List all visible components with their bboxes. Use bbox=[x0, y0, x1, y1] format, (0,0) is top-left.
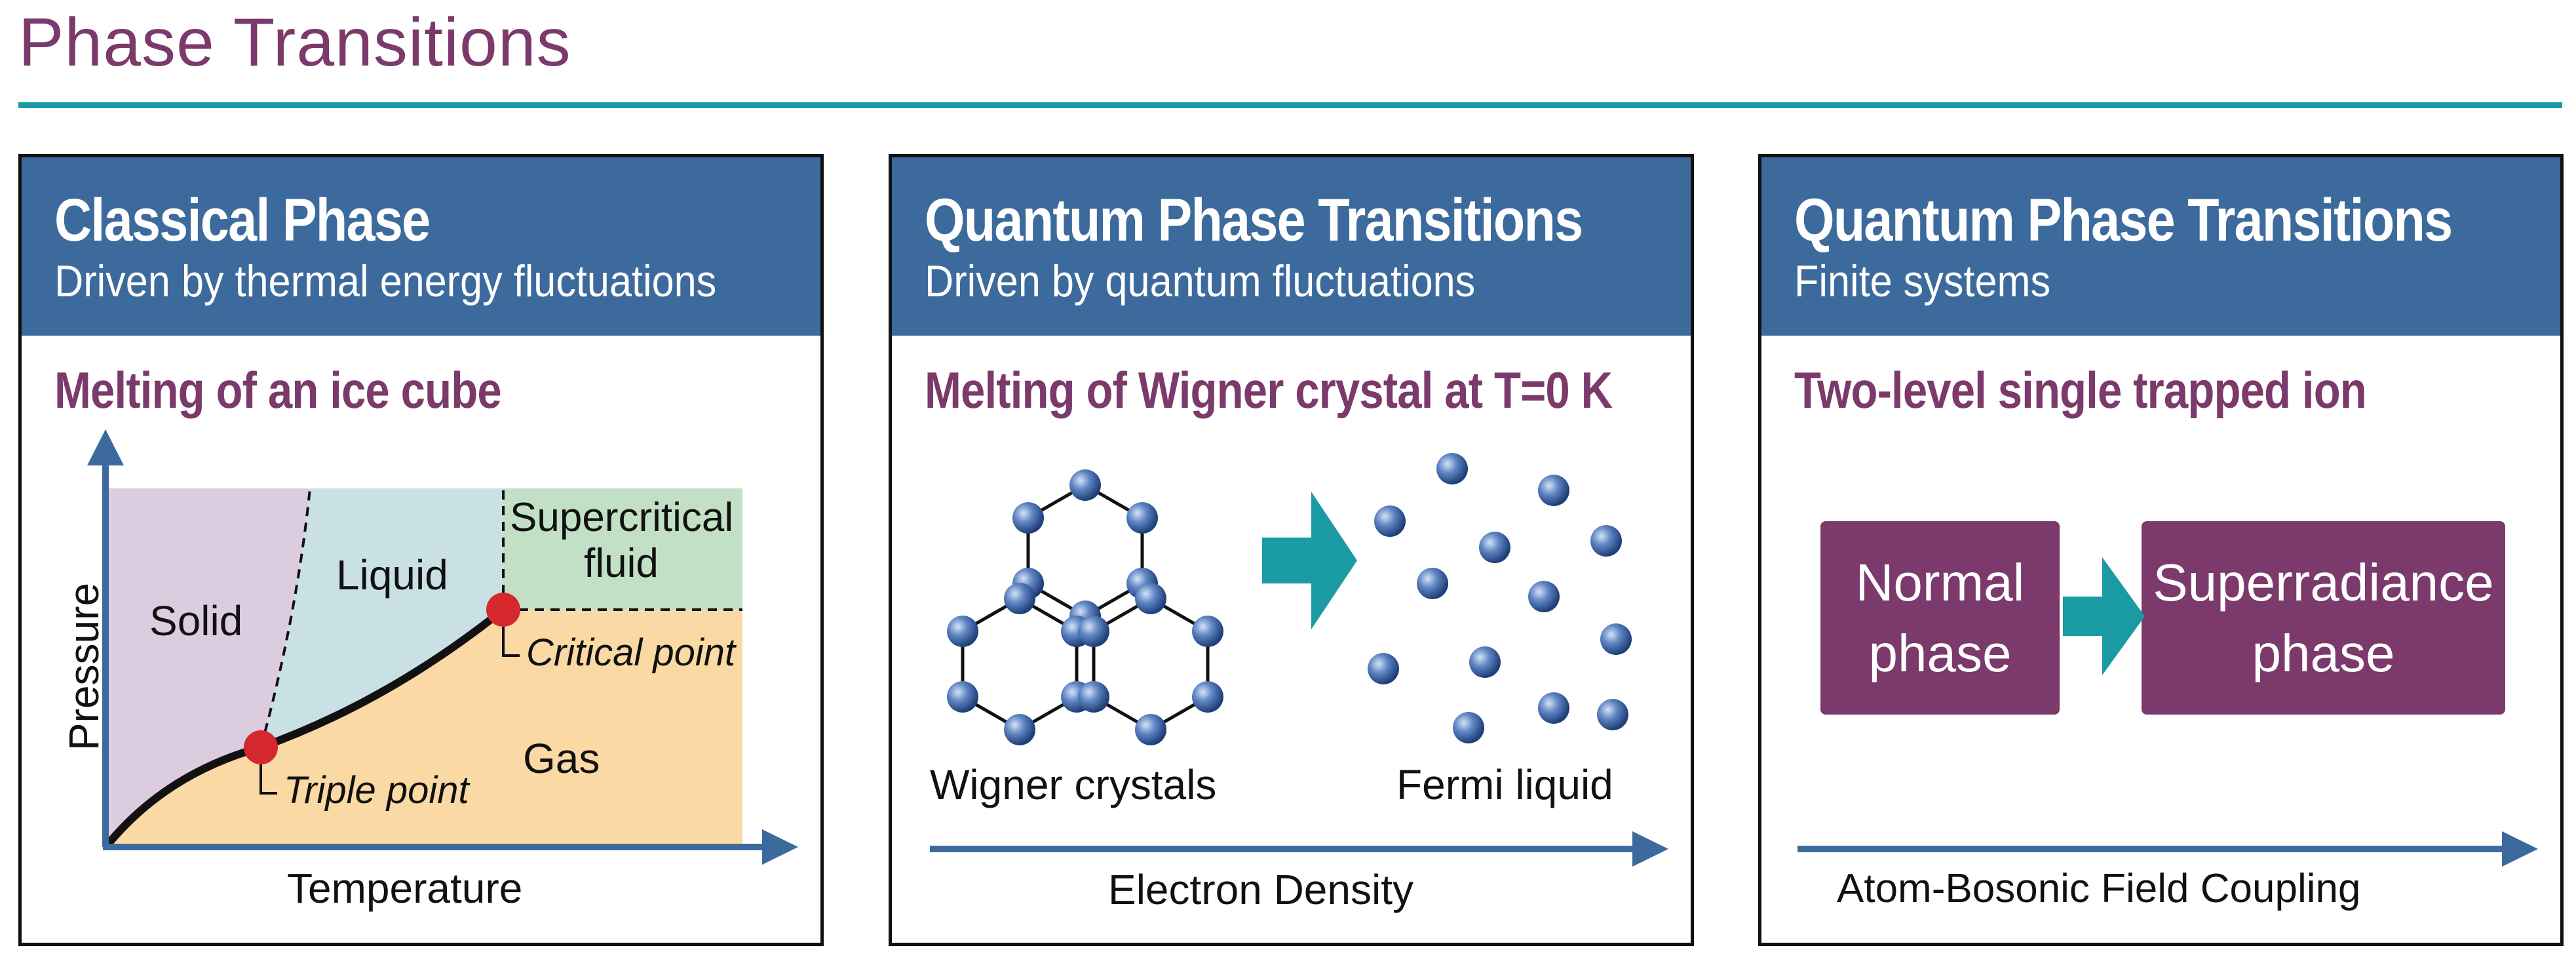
panel-heading: Quantum Phase Transitions bbox=[1794, 187, 2453, 254]
liquid-label: Liquid bbox=[336, 551, 448, 599]
panel-heading: Classical Phase bbox=[54, 187, 431, 254]
gas-region bbox=[107, 610, 742, 846]
solid-label: Solid bbox=[149, 597, 243, 644]
critical-point-label: Critical point bbox=[526, 631, 736, 674]
panel-subtitle: Melting of Wigner crystal at T=0 K bbox=[925, 361, 1613, 419]
title-rule bbox=[18, 102, 2562, 108]
x-axis-label: Temperature bbox=[287, 865, 523, 912]
electron bbox=[1469, 646, 1501, 678]
panel-heading: Quantum Phase Transitions bbox=[925, 187, 1583, 254]
electron bbox=[1192, 681, 1223, 713]
triple-point-label: Triple point bbox=[284, 769, 469, 812]
electron bbox=[1528, 581, 1560, 612]
hexagon bbox=[1092, 597, 1210, 732]
electron bbox=[1192, 616, 1223, 647]
panel-quantum: Quantum Phase Transitions Driven by quan… bbox=[889, 154, 1694, 946]
wigner-diagram bbox=[930, 453, 1668, 867]
electron bbox=[1374, 505, 1406, 537]
panel-subheading: Driven by quantum fluctuations bbox=[925, 256, 1476, 306]
phase-diagram bbox=[87, 429, 798, 865]
transition-arrow bbox=[2063, 557, 2145, 675]
electron bbox=[1436, 453, 1468, 484]
fermi-liquid-label: Fermi liquid bbox=[1396, 761, 1613, 808]
electron bbox=[1479, 532, 1510, 563]
panel-subheading: Driven by thermal energy fluctuations bbox=[54, 256, 717, 306]
liquid-region bbox=[261, 488, 503, 747]
electron bbox=[1004, 583, 1035, 614]
electron bbox=[947, 681, 978, 713]
electron bbox=[947, 616, 978, 647]
y-axis-arrow bbox=[87, 429, 124, 465]
electron bbox=[1069, 469, 1101, 501]
electron bbox=[1453, 712, 1484, 743]
electron bbox=[1538, 475, 1569, 506]
wigner-crystals-label: Wigner crystals bbox=[930, 761, 1217, 808]
x-axis-arrow bbox=[762, 829, 798, 865]
fermi-liquid-electrons bbox=[1368, 453, 1632, 743]
panel-header: Classical Phase Driven by thermal energy… bbox=[22, 157, 820, 336]
coupling-axis-label: Atom-Bosonic Field Coupling bbox=[1837, 866, 2361, 911]
density-axis-arrow bbox=[1632, 831, 1668, 867]
electron bbox=[1135, 583, 1166, 614]
panel-finite: Quantum Phase Transitions Finite systems… bbox=[1758, 154, 2564, 946]
electron bbox=[1600, 623, 1632, 655]
triple-point-marker bbox=[244, 730, 278, 764]
melting-curve bbox=[260, 488, 311, 748]
panel-header: Quantum Phase Transitions Finite systems bbox=[1761, 157, 2560, 336]
electron bbox=[1368, 653, 1399, 684]
electron bbox=[1597, 699, 1628, 730]
electron bbox=[1135, 714, 1166, 745]
density-axis-label: Electron Density bbox=[1108, 866, 1413, 913]
electron bbox=[1417, 568, 1448, 599]
electron bbox=[1012, 502, 1044, 534]
electron bbox=[1538, 692, 1569, 724]
supercritical-region bbox=[503, 488, 742, 610]
electron bbox=[1590, 525, 1622, 557]
y-axis-label: Pressure bbox=[60, 582, 107, 751]
panel-subtitle: Two-level single trapped ion bbox=[1794, 361, 2367, 419]
electron bbox=[1126, 502, 1158, 534]
hexagon bbox=[1026, 483, 1144, 618]
normal-phase-box: Normal phase bbox=[1820, 521, 2060, 715]
transition-arrow bbox=[1262, 492, 1357, 629]
page-title: Phase Transitions bbox=[18, 5, 571, 81]
electron bbox=[1078, 616, 1109, 647]
panel-header: Quantum Phase Transitions Driven by quan… bbox=[892, 157, 1691, 336]
solid-region bbox=[107, 488, 310, 846]
superradiance-phase-box: Superradiance phase bbox=[2142, 521, 2505, 715]
critical-point-marker bbox=[486, 593, 520, 627]
supercritical-label: Supercritical fluid bbox=[510, 495, 734, 586]
panel-classical: Classical Phase Driven by thermal energy… bbox=[18, 154, 824, 946]
panel-subheading: Finite systems bbox=[1794, 256, 2051, 306]
finite-diagram bbox=[1797, 557, 2538, 867]
panel-subtitle: Melting of an ice cube bbox=[54, 361, 502, 419]
lattice-electrons bbox=[947, 469, 1223, 745]
electron bbox=[1078, 681, 1109, 713]
gas-label: Gas bbox=[523, 735, 600, 782]
coupling-axis-arrow bbox=[2502, 831, 2538, 867]
electron bbox=[1004, 714, 1035, 745]
hexagon bbox=[961, 597, 1079, 732]
